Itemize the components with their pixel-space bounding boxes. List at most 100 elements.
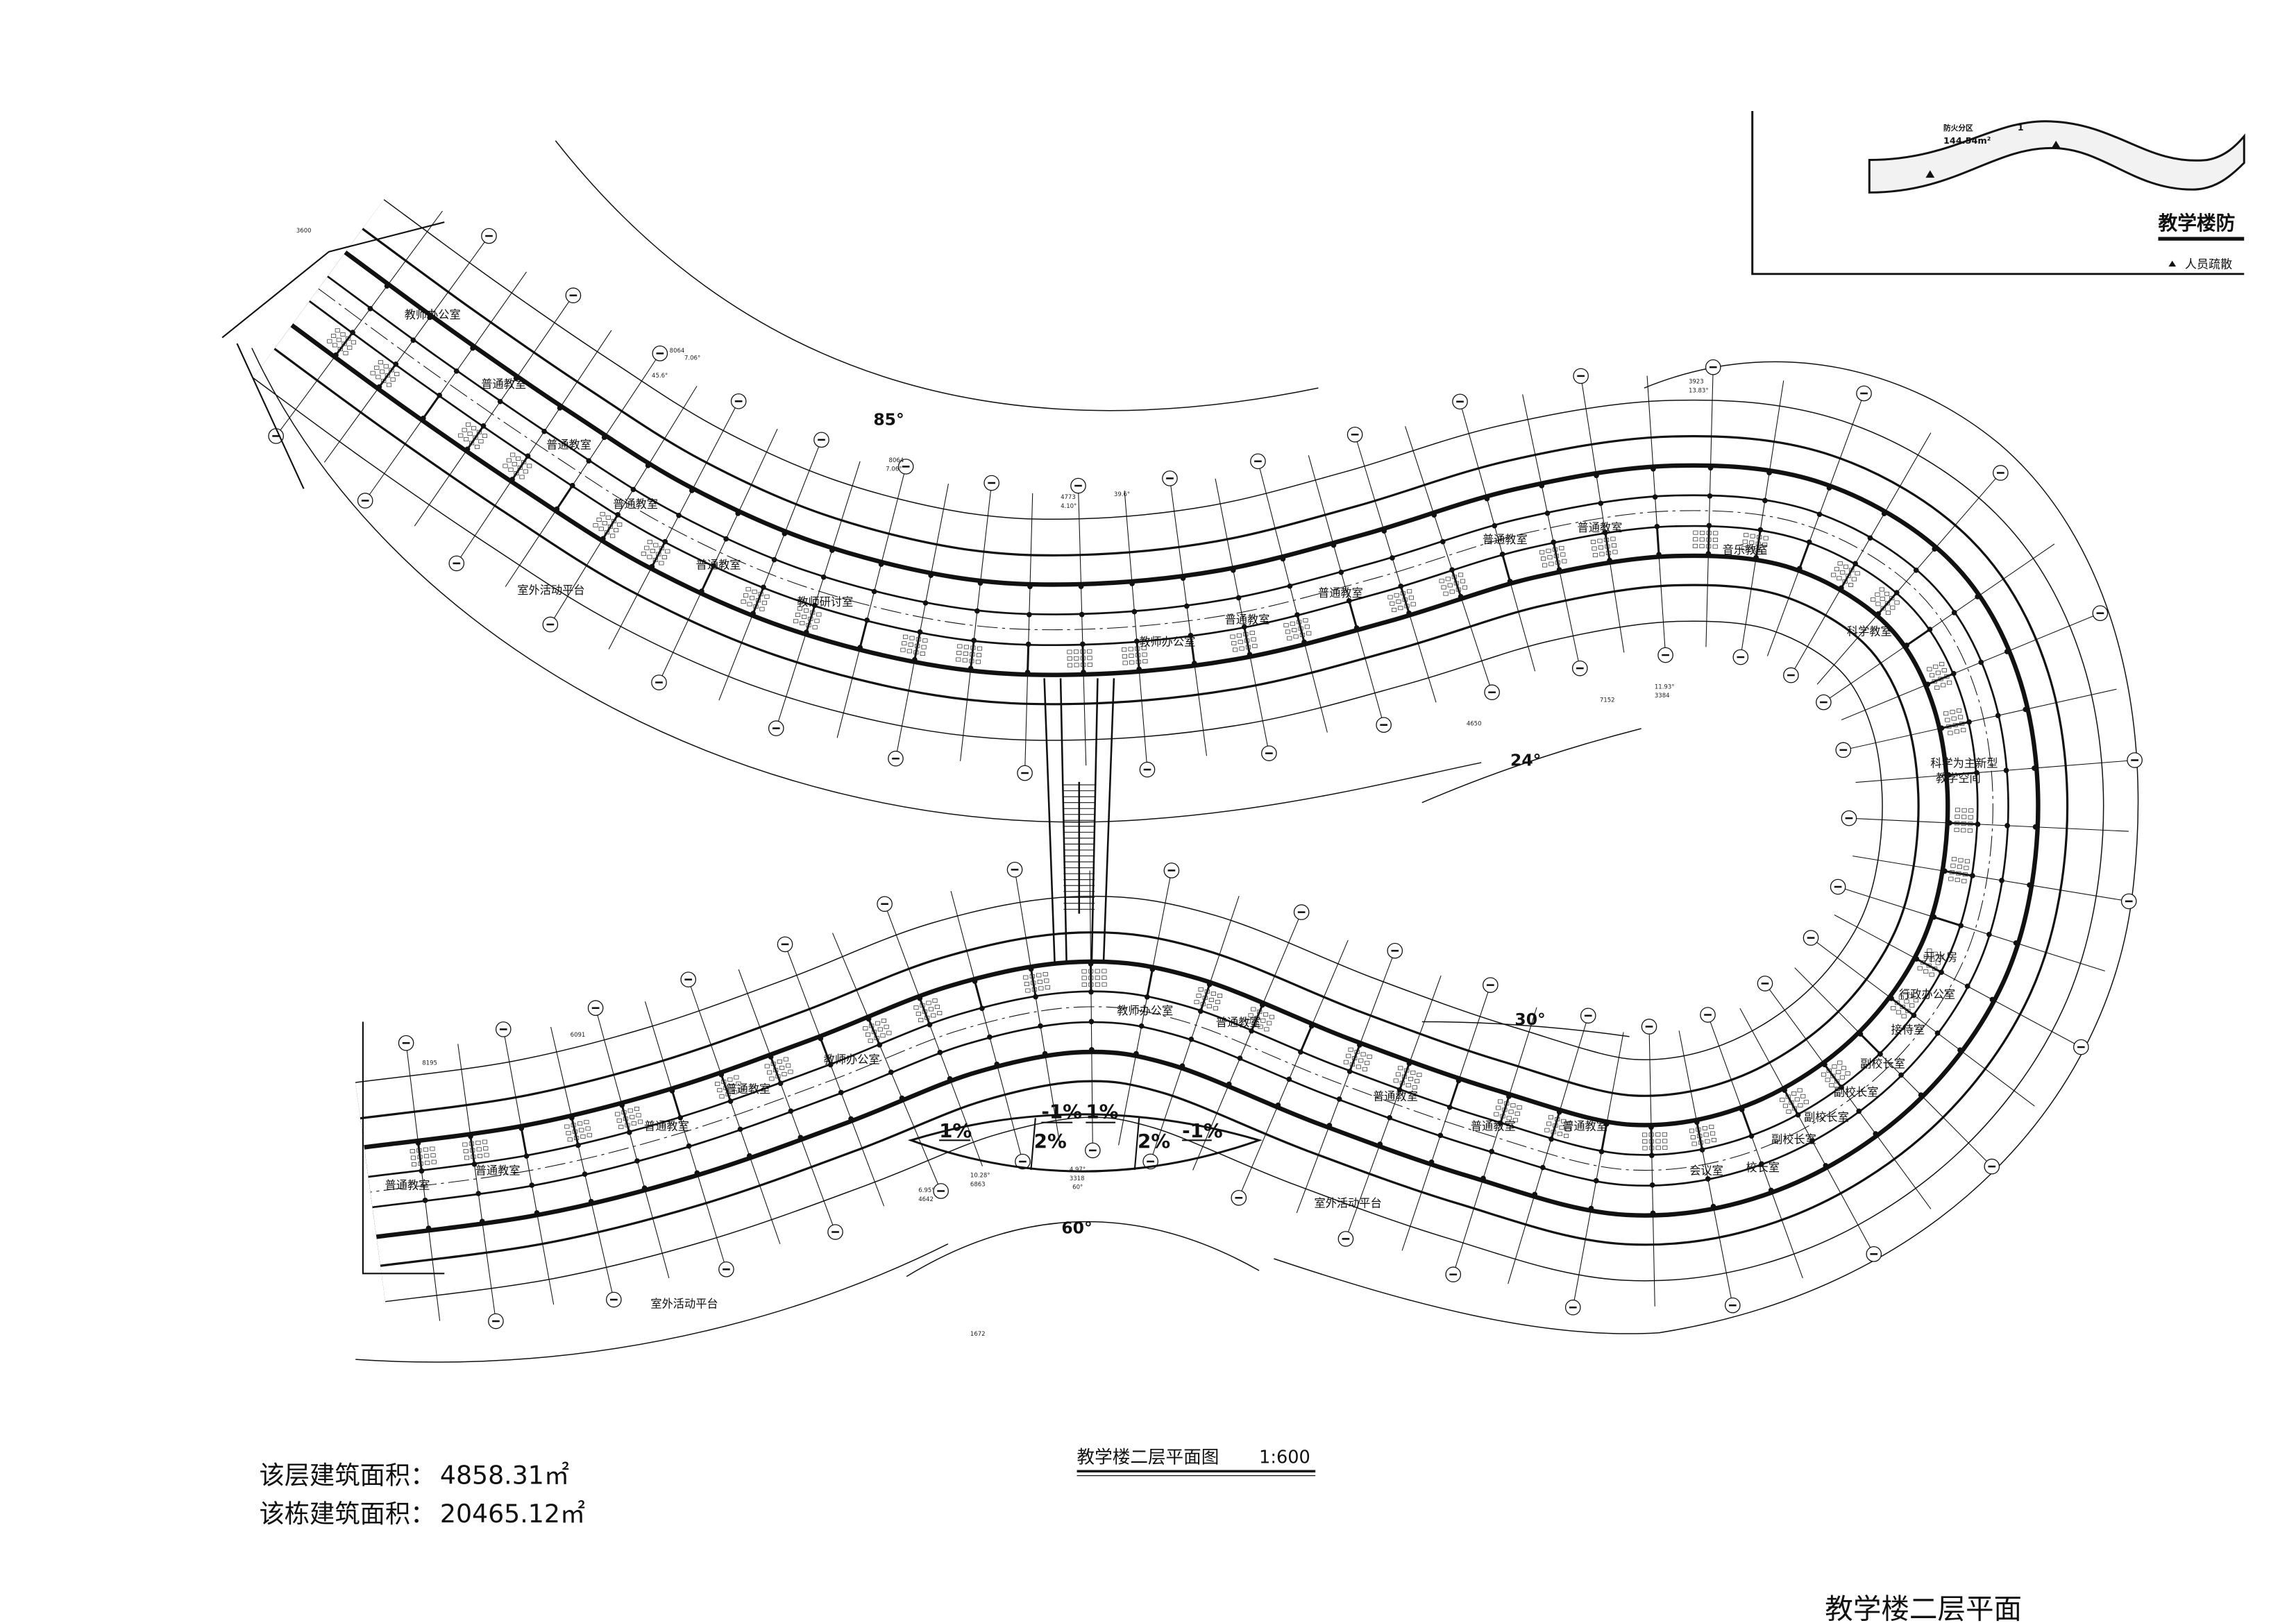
desk [802,615,807,619]
grid-axis-line [777,461,861,722]
desk [1955,878,1960,883]
desk [777,1059,782,1064]
room-divider [700,566,714,593]
desk [474,445,480,449]
desk [1390,601,1395,606]
column-dot [2013,940,2019,946]
desk [389,368,394,373]
room-label: 副校长室 [1804,1111,1849,1124]
column-dot [1138,1023,1145,1029]
fire-zone-inset: 防火分区 1 144.54m² 教学楼防 人员疏散 [1751,111,2245,275]
desk [736,1081,741,1086]
desk [1648,1139,1654,1144]
desk [1081,983,1087,987]
room-divider [1190,636,1196,665]
desk [1744,533,1749,538]
desk [1699,544,1705,549]
column-dot [1650,1210,1656,1216]
grid-axis-line [1855,760,2128,783]
desk [381,379,387,383]
column-dot [1377,1141,1383,1147]
grid-axis-line [1152,896,1240,1155]
desk [1230,634,1235,639]
column-dot [1025,641,1031,647]
column-dot [1188,632,1194,638]
column-dot [419,1168,425,1174]
desk [871,1030,877,1035]
drawing-title: 教学楼二层平面图 [1077,1447,1219,1468]
room-divider [913,633,921,662]
desk [580,1135,586,1139]
desk [755,598,761,603]
room-divider [601,515,618,541]
desk [1951,857,1957,862]
desk [1662,1139,1668,1144]
desk [1555,1117,1560,1121]
central-stair [1063,781,1095,914]
desk [1926,963,1932,968]
desk [600,511,605,516]
desk [795,613,801,617]
desk [1849,568,1855,572]
desk [869,1023,875,1028]
room-label: 普通教室 [696,559,741,572]
desk [482,434,487,439]
desk [1648,1132,1654,1137]
desk [816,612,822,617]
desk [374,365,380,370]
desk [1251,1021,1257,1026]
desk [1749,541,1755,545]
desk [1875,602,1881,606]
desk [336,337,341,342]
desk [1401,1074,1408,1079]
column-dot [422,1198,428,1203]
desk [1750,534,1755,538]
room-divider [510,457,528,482]
dimension-label: 13.83° [1689,388,1709,395]
desk [1927,667,1932,672]
desk [1834,567,1839,572]
grid-axis-line [787,951,885,1207]
desk [1129,654,1134,658]
desk [572,1129,577,1134]
column-dot [1975,822,1981,827]
desk [1504,1101,1510,1106]
grid-axis-line [950,891,1022,1155]
desk [962,658,968,663]
desk [1517,1105,1522,1110]
desk [1254,1016,1260,1020]
desk [738,1087,743,1092]
desk [1842,579,1848,584]
desk [1755,541,1761,546]
desk [1122,654,1127,658]
dimension-label: 7.06° [684,355,700,362]
inset-title: 教学楼防 [2158,212,2235,235]
desk [330,334,337,338]
desk [1417,1073,1422,1078]
desk [1088,982,1094,987]
column-dot [1856,1108,1862,1114]
desk [1346,1053,1351,1058]
desk [723,1086,729,1090]
desk [394,372,400,377]
column-dot [829,547,835,553]
column-dot [513,375,519,382]
desk [1081,969,1087,974]
desk [925,1015,930,1020]
dimension-label: 3384 [1655,692,1670,699]
desk [1074,663,1079,668]
column-dot [523,1153,530,1159]
desk [1565,1127,1571,1132]
desk [1894,1001,1900,1005]
room-divider [1348,602,1358,630]
column-dot [735,511,741,516]
room-divider [469,1135,475,1163]
desk [1713,531,1719,536]
desk [1655,1139,1661,1144]
desk [634,1107,640,1111]
room-label: 行政办公室 [1899,987,1955,1001]
room-label: 教师办公室 [1139,635,1195,648]
desk [761,600,768,605]
desk [1913,998,1919,1003]
desk [1101,976,1107,980]
